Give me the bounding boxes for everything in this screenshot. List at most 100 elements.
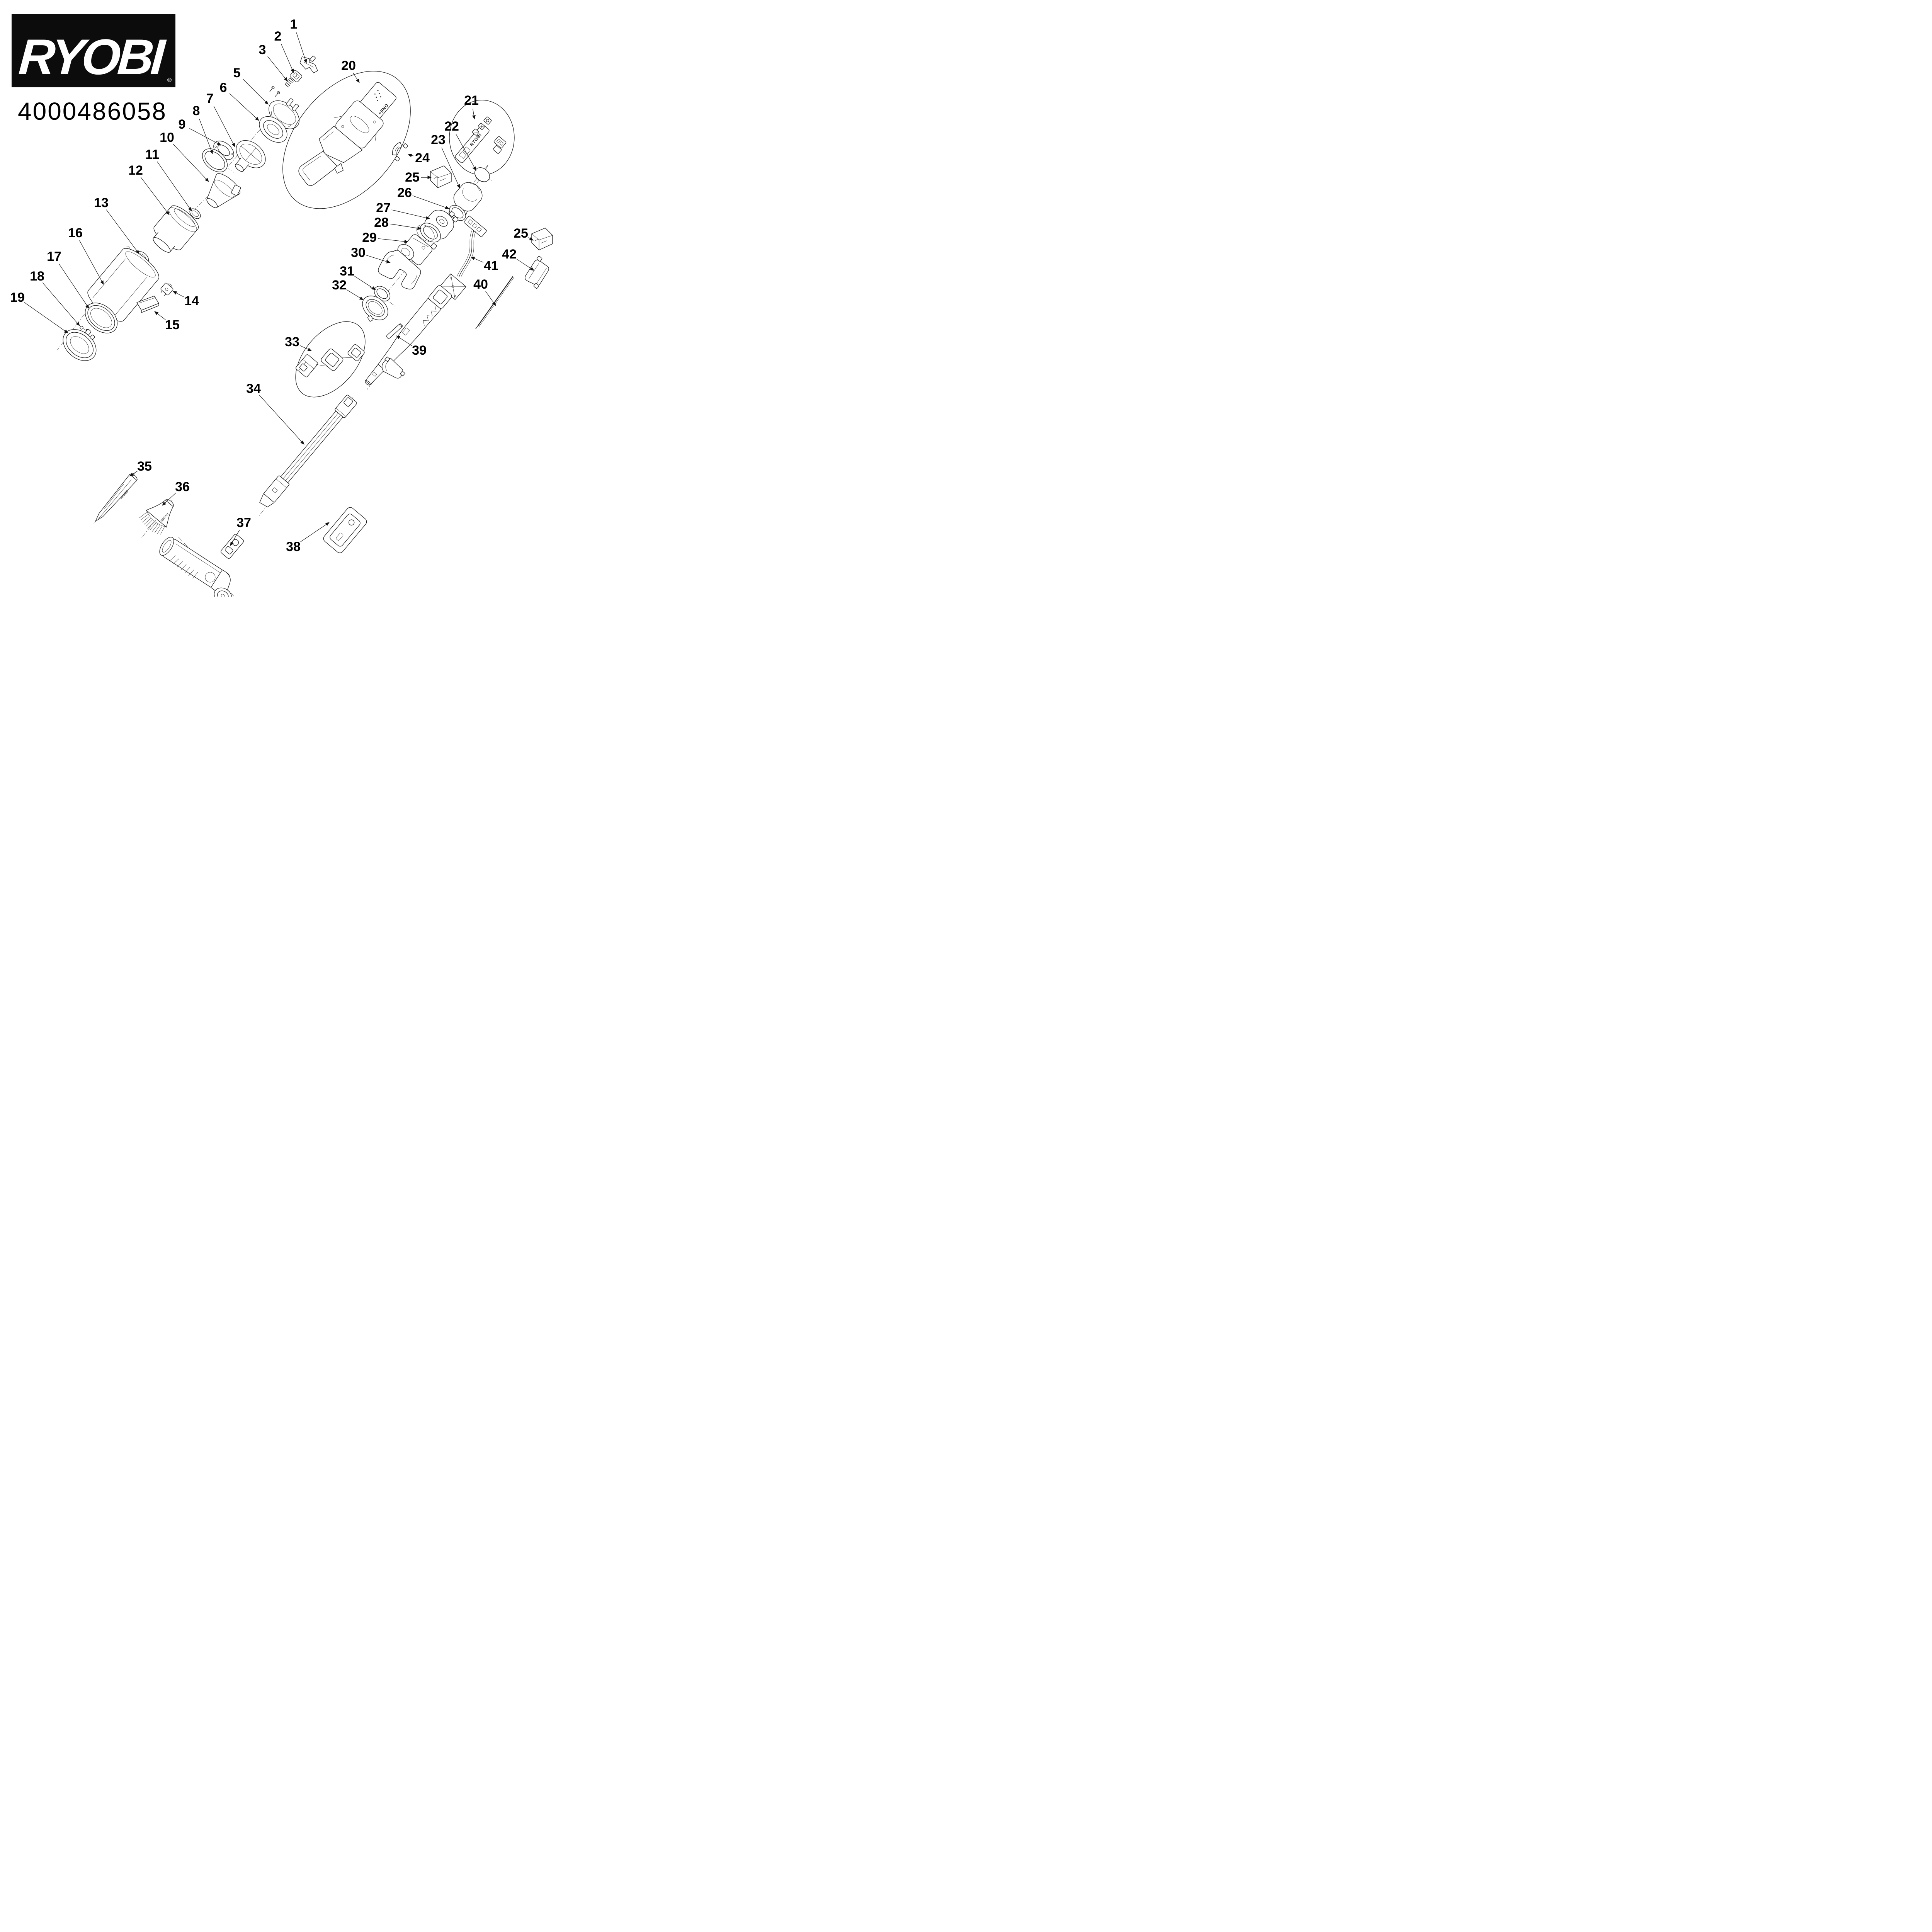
leader-part-34: [259, 395, 304, 445]
part-20-main-housing: ONE+: [282, 71, 411, 209]
panel-board: [493, 136, 507, 148]
part-14-latch-clip: [160, 282, 173, 296]
part-label-30: 30: [351, 245, 366, 260]
part-label-25: 25: [405, 170, 420, 185]
leader-part-39: [396, 335, 412, 346]
part-32-outlet-seal: [362, 296, 388, 322]
part-label-5: 5: [233, 66, 241, 80]
leader-part-33: [299, 345, 312, 351]
part-label-17: 17: [47, 249, 61, 264]
leader-part-3: [267, 56, 288, 82]
part-19-bin-lid: [63, 329, 97, 361]
part-labels: 1235678910111213141516171819202122232425…: [10, 17, 534, 554]
ryobi-logo-text: RYOBI: [17, 29, 168, 85]
leader-part-8: [199, 119, 213, 154]
part-10-cyclone-cone: [206, 173, 241, 208]
part-label-36: 36: [175, 480, 190, 494]
part-label-38: 38: [286, 539, 301, 554]
part-label-29: 29: [362, 230, 377, 245]
parts-diagram-page: RYOBI ® 4000486058: [0, 0, 556, 597]
part-label-39: 39: [412, 343, 427, 358]
center-axis-lines: [57, 116, 493, 597]
part-label-37: 37: [236, 515, 251, 530]
duct-latch-collar: [381, 356, 405, 379]
leader-part-24: [408, 153, 414, 157]
leader-part-35: [129, 471, 138, 476]
leader-part-31: [354, 276, 376, 290]
part-label-10: 10: [160, 130, 174, 145]
part-label-28: 28: [374, 215, 389, 230]
part-label-40: 40: [473, 277, 488, 292]
panel-button-icon: [472, 129, 480, 136]
part-label-8: 8: [193, 104, 200, 118]
exploded-parts-diagram: RYOBI ® 4000486058: [10, 14, 553, 597]
part-26-seal-ring: [449, 205, 466, 221]
brand-header: RYOBI ® 4000486058: [12, 14, 175, 125]
leader-part-22: [456, 133, 476, 171]
leader-part-14: [173, 291, 184, 298]
panel-button-icon: [478, 123, 485, 130]
leader-part-11: [157, 161, 192, 211]
part-2-release-button: [289, 70, 303, 82]
leader-part-2: [281, 44, 294, 73]
registered-mark: ®: [167, 77, 172, 83]
part-34-extension-tube: [259, 395, 357, 507]
leader-part-29: [378, 238, 408, 243]
part-label-6: 6: [220, 80, 227, 95]
leader-part-27: [391, 209, 430, 220]
leader-part-21: [472, 109, 476, 119]
document-number: 4000486058: [18, 97, 167, 125]
floor-head-wheel: [214, 587, 232, 597]
leader-part-5: [243, 79, 269, 105]
switch-pcb: [464, 216, 487, 237]
part-22-disc-seal: [474, 167, 490, 182]
panel-button-icon: [483, 116, 492, 125]
part-label-35: 35: [137, 459, 152, 474]
leader-part-37: [230, 530, 240, 546]
part-38-wall-bracket: [323, 507, 367, 553]
part-36-dusting-brush: RYOBI: [139, 499, 174, 535]
leader-part-26: [412, 195, 449, 209]
part-label-33: 33: [285, 335, 299, 349]
screw-icon: [269, 86, 275, 92]
part-label-7: 7: [206, 91, 214, 106]
part-6-prefilter-disc: [259, 116, 287, 143]
part-label-31: 31: [340, 264, 354, 279]
part-label-19: 19: [10, 290, 25, 305]
part-label-2: 2: [274, 29, 282, 44]
leader-part-13: [106, 209, 139, 254]
part-37-floor-head: [159, 534, 244, 597]
leader-part-1: [296, 32, 307, 63]
part-15-filter-plate: [136, 296, 159, 313]
leader-part-19: [24, 302, 68, 333]
part-25-foam-filter: [531, 228, 553, 250]
part-label-42: 42: [502, 247, 517, 262]
floor-head-neck: [220, 534, 244, 559]
leader-part-32: [346, 289, 364, 300]
leader-part-36: [162, 492, 177, 506]
leader-part-42: [516, 259, 534, 271]
part-label-26: 26: [397, 185, 412, 200]
part-12-cyclone-body: [153, 205, 199, 253]
part-35-crevice-tool: RYOBI: [95, 473, 138, 522]
part-label-12: 12: [128, 163, 143, 178]
part-label-13: 13: [94, 196, 109, 210]
leader-part-7: [213, 106, 235, 147]
leader-part-38: [300, 522, 330, 543]
part-40-rod: [475, 276, 514, 329]
part-1-latch: [299, 56, 318, 73]
leader-part-9: [189, 128, 221, 146]
part-39-inlet-duct: [365, 285, 452, 386]
leader-part-23: [441, 147, 460, 189]
leader-part-15: [154, 311, 166, 320]
part-label-9: 9: [179, 117, 186, 132]
part-label-32: 32: [332, 278, 347, 293]
screw-icon: [275, 91, 280, 97]
part-label-34: 34: [246, 381, 261, 396]
part-21-switch-panel: RYOBI: [449, 100, 515, 175]
leader-part-40: [485, 291, 496, 306]
leader-part-6: [229, 93, 259, 121]
part-label-24: 24: [415, 151, 430, 165]
part-label-41: 41: [484, 259, 498, 273]
leader-part-12: [140, 177, 170, 215]
